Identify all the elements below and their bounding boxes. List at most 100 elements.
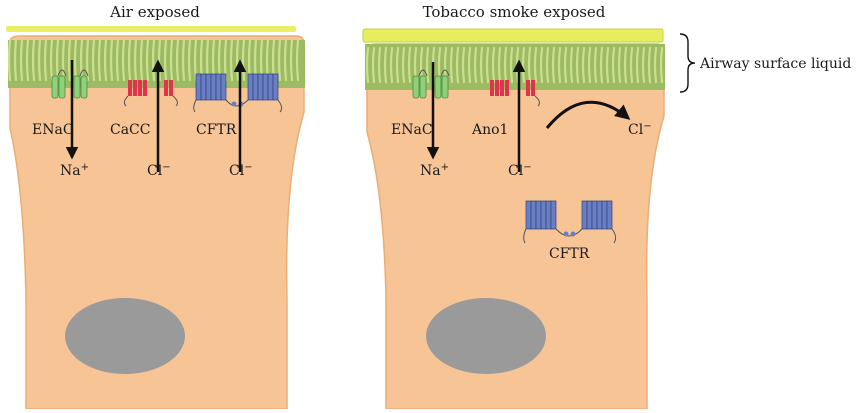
cilium (19, 40, 24, 82)
cilium (593, 46, 598, 84)
cilium (169, 40, 174, 82)
cilium (283, 40, 288, 82)
ion-na-air: Na+ (60, 162, 89, 179)
cilium (461, 46, 466, 84)
cilium (521, 46, 526, 84)
cilium (295, 40, 300, 82)
cilium (389, 46, 394, 84)
cilium (407, 46, 412, 84)
cilium (629, 46, 634, 84)
cilium (235, 40, 240, 82)
cilium (617, 46, 622, 84)
asl-layer-air (6, 26, 296, 32)
cilium (55, 40, 60, 82)
cilium (67, 40, 72, 82)
cilium (641, 46, 646, 84)
cilium (449, 46, 454, 84)
cilium (395, 46, 400, 84)
cilium (551, 46, 556, 84)
cilium (455, 46, 460, 84)
cilium (623, 46, 628, 84)
cilium (557, 46, 562, 84)
label-cftr-air: CFTR (196, 122, 237, 138)
cilium (151, 40, 156, 82)
cilium (485, 46, 490, 84)
cilium (61, 40, 66, 82)
cilium (145, 40, 150, 82)
cilium (491, 46, 496, 84)
cilium (139, 40, 144, 82)
asl-label: Airway surface liquid (699, 56, 851, 72)
cilium (599, 46, 604, 84)
cilium (289, 40, 294, 82)
ion-na-smoke: Na+ (420, 162, 449, 179)
ano1-channel-icon (490, 80, 540, 107)
cilium (377, 46, 382, 84)
cacc-channel-icon (123, 80, 178, 107)
cilium (163, 40, 168, 82)
cilium (527, 46, 532, 84)
cilium (635, 46, 640, 84)
cilium (8, 40, 12, 82)
cilium (647, 46, 652, 84)
cilium (473, 46, 478, 84)
label-enac-air: ENaC (32, 122, 74, 138)
cilium (467, 46, 472, 84)
cftr-channel-icon (523, 200, 617, 244)
label-cftr-smoke: CFTR (549, 246, 590, 262)
label-cacc: CaCC (110, 122, 150, 138)
asl-layer-smoke (362, 28, 664, 43)
cilium (37, 40, 42, 82)
cilium (539, 46, 544, 84)
cilium (85, 40, 90, 82)
cilium (175, 40, 180, 82)
cilium (25, 40, 30, 82)
ion-cl-air-2: Cl− (229, 162, 253, 179)
cilium (229, 40, 234, 82)
cftr-channel-icon (193, 73, 283, 113)
panel-air-exposed: Air exposed ENaC Na+ (6, 3, 305, 410)
cilium (103, 40, 108, 82)
nucleus-smoke (426, 298, 546, 374)
cilium (121, 40, 126, 82)
panel-smoke-exposed: Tobacco smoke exposed ENaC Na+ (362, 3, 665, 410)
cilium (545, 46, 550, 84)
curved-arrow-icon (545, 100, 631, 129)
cilium (479, 46, 484, 84)
cilium (43, 40, 48, 82)
cilium (401, 46, 406, 84)
cilium (91, 40, 96, 82)
cilium (277, 40, 282, 82)
cilium (97, 40, 102, 82)
cilium (509, 46, 514, 84)
enac-channel-icon (51, 69, 89, 99)
cilium (569, 46, 574, 84)
cilium (503, 46, 508, 84)
cilium (653, 46, 658, 84)
cilium (425, 46, 430, 84)
cilium (187, 40, 192, 82)
cilium (49, 40, 54, 82)
cilium (133, 40, 138, 82)
cilium (73, 40, 78, 82)
label-enac-smoke: ENaC (391, 122, 433, 138)
label-ano1: Ano1 (471, 122, 508, 138)
cilium (659, 46, 664, 84)
cilium (241, 40, 246, 82)
cilium (109, 40, 114, 82)
nucleus-air (65, 298, 185, 374)
cilium (587, 46, 592, 84)
brace-icon (679, 33, 696, 93)
cilium (575, 46, 580, 84)
cilium (115, 40, 120, 82)
cilium (383, 46, 388, 84)
cilium (127, 40, 132, 82)
cilium (563, 46, 568, 84)
enac-channel-icon (412, 69, 450, 99)
cilium (533, 46, 538, 84)
ion-cl-air-1: Cl− (147, 162, 171, 179)
cilium (581, 46, 586, 84)
cilium (611, 46, 616, 84)
